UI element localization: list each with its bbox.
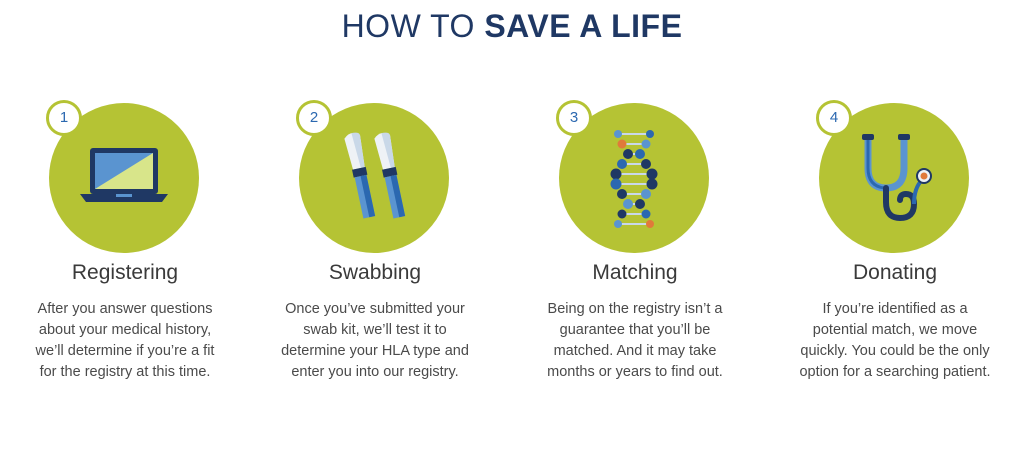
step-icon-circle: 2 [255, 98, 495, 258]
laptop-icon [80, 148, 168, 202]
title-light: HOW TO [341, 8, 485, 44]
dna-icon [610, 130, 658, 228]
page-title: HOW TO SAVE A LIFE [0, 8, 1024, 45]
step-description: After you answer questions about your me… [35, 301, 215, 380]
step-icon-circle: 4 [775, 98, 1015, 258]
step-number-badge: 1 [46, 100, 82, 136]
step-label: Donating [852, 261, 938, 284]
title-bold: SAVE A LIFE [484, 8, 683, 44]
step-description: Being on the registry isn’t a guarantee … [547, 301, 723, 380]
step-number-badge: 4 [816, 100, 852, 136]
step-swabbing: 2 Swabbing Once you’ve submitted your sw… [255, 98, 495, 383]
step-icon-circle: 1 [5, 98, 245, 258]
step-label: Registering [71, 261, 179, 284]
step-donating: 4 Donating If you’re identified as a pot… [775, 98, 1015, 383]
step-icon-circle: 3 [515, 98, 755, 258]
step-label: Matching [592, 261, 678, 284]
swab-kit-icon [344, 132, 406, 219]
stethoscope-icon [862, 134, 932, 222]
step-number-badge: 2 [296, 100, 332, 136]
step-description: Once you’ve submitted your swab kit, we’… [281, 301, 469, 380]
step-registering: 1 Registering After you answer questions… [5, 98, 245, 383]
step-description: If you’re identified as a potential matc… [799, 301, 991, 380]
step-label: Swabbing [328, 261, 422, 284]
step-number-badge: 3 [556, 100, 592, 136]
step-matching: 3 Matching Being on the registry isn’t a… [515, 98, 755, 383]
